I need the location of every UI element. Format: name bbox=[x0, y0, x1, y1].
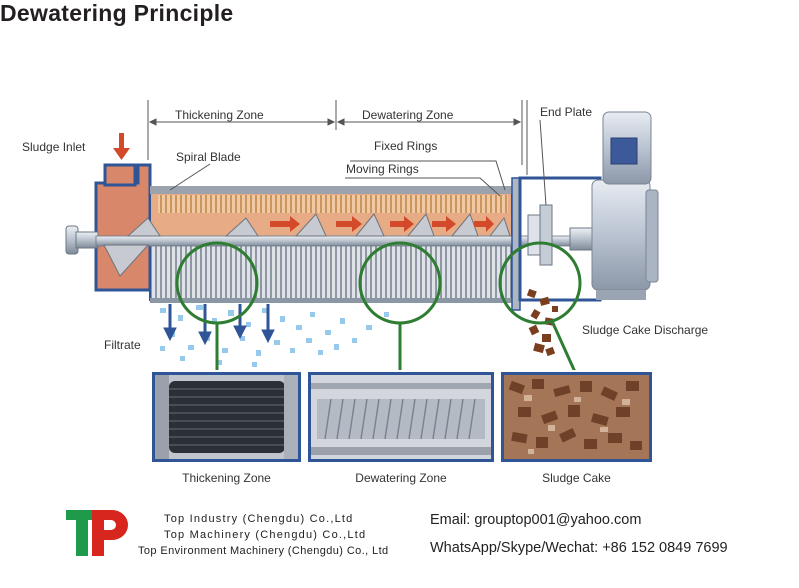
company-line-1: Top Industry (Chengdu) Co.,Ltd bbox=[164, 513, 354, 525]
page-title: Dewatering Principle bbox=[0, 0, 234, 26]
sludge-inlet-arrow bbox=[113, 133, 130, 160]
flow-arrows bbox=[270, 216, 494, 232]
company-line-3: Top Environment Machinery (Chengdu) Co.,… bbox=[138, 545, 389, 557]
moving-rings-label: Moving Rings bbox=[346, 162, 419, 176]
contact-whatsapp: WhatsApp/Skype/Wechat: +86 152 0849 7699 bbox=[430, 540, 728, 556]
dewatering-zone-label: Dewatering Zone bbox=[362, 108, 454, 122]
drive-motor-icon bbox=[569, 111, 659, 300]
filtrate-label: Filtrate bbox=[104, 338, 141, 352]
filtrate-particles bbox=[160, 305, 389, 367]
fixed-rings-label: Fixed Rings bbox=[374, 139, 437, 153]
thickening-zone-label: Thickening Zone bbox=[175, 108, 264, 122]
sludge-cake-particles bbox=[526, 288, 558, 357]
thickening-zone-photo bbox=[152, 372, 301, 462]
end-plate-label: End Plate bbox=[540, 105, 592, 119]
thickening-zone-caption: Thickening Zone bbox=[182, 471, 271, 485]
sludge-inlet-label: Sludge Inlet bbox=[22, 140, 86, 154]
sludge-cake-caption: Sludge Cake bbox=[542, 471, 611, 485]
spiral-blade-label: Spiral Blade bbox=[176, 150, 241, 164]
callout-connectors bbox=[215, 320, 576, 370]
fixed-rings-top bbox=[158, 195, 508, 213]
sludge-cake-discharge-label: Sludge Cake Discharge bbox=[582, 323, 708, 337]
fixed-rings-bottom bbox=[149, 239, 513, 301]
zone-dimension-lines bbox=[147, 100, 523, 165]
sludge-cake-photo bbox=[501, 372, 652, 462]
sludge-inlet-hopper bbox=[94, 163, 152, 292]
tp-logo-icon bbox=[66, 510, 128, 556]
machine-diagram: Thickening Zone Dewatering Zone bbox=[22, 100, 708, 370]
dewatering-zone-caption: Dewatering Zone bbox=[355, 471, 447, 485]
dewatering-zone-photo bbox=[308, 372, 494, 462]
contact-email: Email: grouptop001@yahoo.com bbox=[430, 512, 642, 528]
spiral-blade bbox=[103, 213, 511, 277]
company-line-2: Top Machinery (Chengdu) Co.,Ltd bbox=[164, 529, 367, 541]
